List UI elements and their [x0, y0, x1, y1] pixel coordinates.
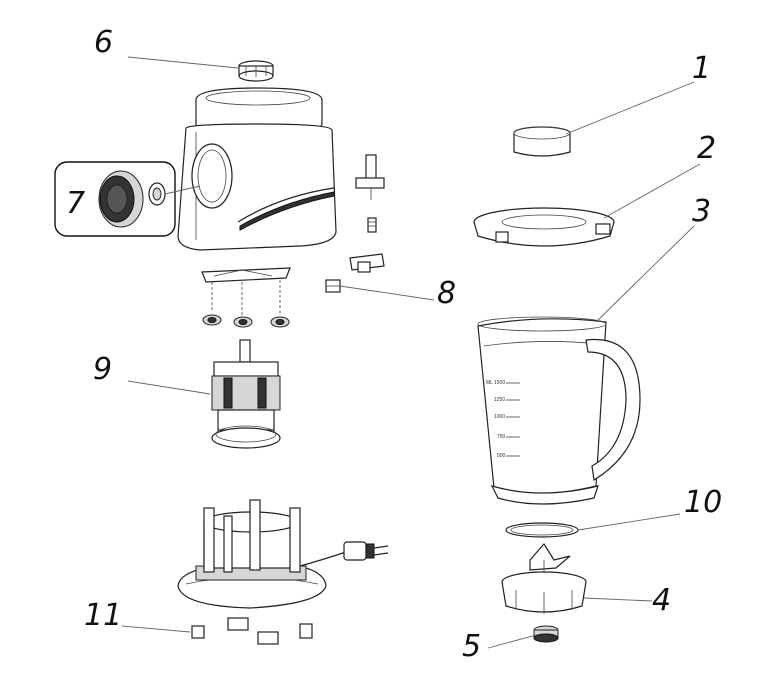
part-number-2: 2: [697, 131, 717, 166]
part-number-1: 1: [692, 51, 712, 86]
leader-lines: [121, 56, 701, 649]
part-number-3: 3: [692, 194, 712, 229]
jug-scale-mark: 1250: [494, 397, 505, 403]
part-3-jug: ML 1500 1250 1000 750 500: [477, 316, 641, 505]
part-number-5: 5: [462, 629, 482, 664]
jug-scale-mark: 1500: [494, 380, 505, 386]
part-9-motor: [211, 339, 281, 449]
part-number-4: 4: [652, 583, 672, 618]
part-7-dial-group: [54, 161, 201, 237]
part-10-sealing-ring: [505, 522, 579, 538]
part-number-10: 10: [684, 485, 723, 520]
part-2-jug-lid: [473, 207, 615, 247]
part-number-11: 11: [84, 598, 123, 633]
part-number-6: 6: [94, 25, 114, 60]
motor-mount-bracket: [201, 267, 291, 328]
part-number-7: 7: [66, 186, 86, 221]
part-6-knob: [238, 60, 274, 82]
part-11-feet: [191, 617, 313, 645]
jug-scale-unit: ML: [486, 380, 493, 386]
base-with-cord: [177, 499, 389, 609]
jug-scale-mark: 500: [497, 453, 506, 459]
part-8-switch-parts: [325, 154, 385, 293]
part-1-lid-cap: [513, 126, 571, 157]
part-number-8: 8: [437, 276, 457, 311]
jug-scale-mark: 1000: [494, 414, 505, 420]
part-4-blade-assembly: [501, 542, 587, 614]
part-5-coupler: [533, 625, 559, 643]
motor-housing: [177, 87, 337, 251]
part-number-9: 9: [93, 352, 113, 387]
jug-scale-mark: 750: [497, 434, 506, 440]
